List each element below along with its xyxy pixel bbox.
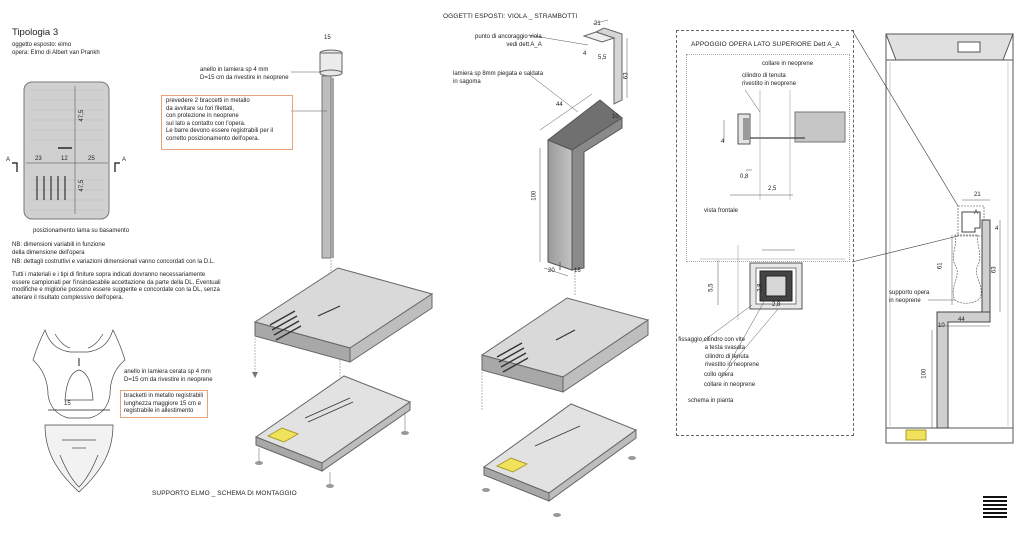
viola-dim-20: 20 [548, 268, 555, 274]
dim-23: 23 [35, 156, 42, 162]
plan-label: schema in pianta [688, 398, 734, 404]
showcase-dim-61: 61 [937, 262, 944, 270]
dim-12: 12 [61, 156, 68, 162]
dim-47-5-bottom: 47,5 [79, 179, 86, 192]
helmet-bracket-note: bracketti in metallo registrabili lunghe… [124, 393, 204, 414]
collar-note: collare in neoprene [762, 61, 814, 67]
dim-25: 25 [88, 156, 95, 162]
exhibited-objects-title: OGGETTI ESPOSTI: VIOLA _ STRAMBOTTI [443, 13, 578, 20]
viola-dim-21: 21 [594, 21, 601, 27]
collar-note-2: collare in neoprene [704, 382, 756, 388]
detail-frame-inner [686, 54, 850, 262]
helmet-support-assembly [252, 49, 434, 488]
ring-note: anello in lamiera sp 4 mm D=15 cm da riv… [200, 67, 289, 81]
showcase-dim-100: 100 [921, 368, 928, 379]
dim-0-8: 0,8 [740, 174, 749, 180]
helmet-bracket-box [120, 390, 208, 418]
dim-5-5-detail: 5,5 [708, 283, 715, 292]
cylinder-note-2: cilindro di tenuta rivestito in neoprene [705, 354, 760, 368]
anchor-note: punto di ancoraggio viola vedi dett A_A [475, 34, 542, 48]
neck-label: collo opera [704, 372, 734, 378]
typology-title: Tipologia 3 [12, 27, 59, 38]
helmet-ring-note: anello in lamiera cerata sp 4 mm D=15 cm… [124, 369, 213, 383]
note-details: NB: dettagli costruttivi e variazioni di… [12, 259, 215, 265]
showcase-dim-21: 21 [974, 192, 981, 198]
showcase-dim-4: 4 [995, 226, 999, 232]
showcase-dim-44: 44 [958, 317, 965, 323]
note-dimensions: NB: dimensioni variabili in funzione del… [12, 242, 106, 256]
detail-aa [700, 89, 846, 379]
bracket-note: prevedere 2 braccetti in metallo da avvi… [166, 98, 274, 142]
positioning-caption: posizionamento lama su basamento [33, 228, 130, 234]
front-view-label: vista frontale [704, 208, 739, 214]
viola-dim-16: 16 [574, 268, 581, 274]
note-materials: Tutti i materiali e i tipi di finiture s… [12, 272, 221, 301]
showcase-section [851, 29, 1014, 444]
dim-2-8-horizontal: 2,8 [772, 302, 781, 308]
assembly-caption: SUPPORTO ELMO _ SCHEMA DI MONTAGGIO [152, 490, 297, 497]
viola-dim-10: 10 [612, 114, 619, 120]
cylinder-dim-15: 15 [324, 35, 331, 41]
helmet-drawing [32, 329, 126, 493]
viola-dim-100: 100 [531, 190, 538, 201]
dim-2-5: 2,5 [768, 186, 777, 192]
showcase-dim-10: 10 [938, 323, 945, 329]
work-name: opera: Elmo di Albert van Prankh [12, 50, 100, 56]
viola-dim-5-5: 5,5 [598, 55, 607, 61]
viola-dim-63: 63 [623, 72, 630, 80]
helmet-dim-15: 15 [64, 401, 71, 407]
detail-frame [676, 30, 854, 436]
plate-note: lamiera sp 8mm piegata e saldata in sago… [453, 71, 544, 85]
section-mark-left: A [6, 157, 11, 163]
dim-2-8-vertical: 2,8 [757, 283, 764, 292]
showcase-section-a: A [974, 210, 979, 216]
base-plan [12, 81, 120, 220]
fixing-note: fissaggio cilindro con vite a testa svas… [678, 337, 745, 351]
detail-title: APPOGGIO OPERA LATO SUPERIORE Dett A_A [691, 41, 840, 48]
viola-dim-44: 44 [556, 102, 563, 108]
dim-4-detail: 4 [721, 139, 725, 145]
section-mark-right: A [122, 157, 127, 163]
exhibited-object: oggetto esposto: elmo [12, 42, 72, 48]
viola-support-assembly [480, 19, 650, 517]
bracket-note-box [161, 95, 293, 150]
viola-dim-4: 4 [583, 51, 587, 57]
dim-47-5-top: 47,5 [79, 109, 86, 122]
support-note: supporto opera in neoprene [889, 290, 930, 304]
cylinder-note: cilindro di tenuta rivestito in neoprene [742, 73, 797, 87]
showcase-dim-63: 63 [991, 266, 998, 274]
studio-logo [983, 496, 1007, 520]
